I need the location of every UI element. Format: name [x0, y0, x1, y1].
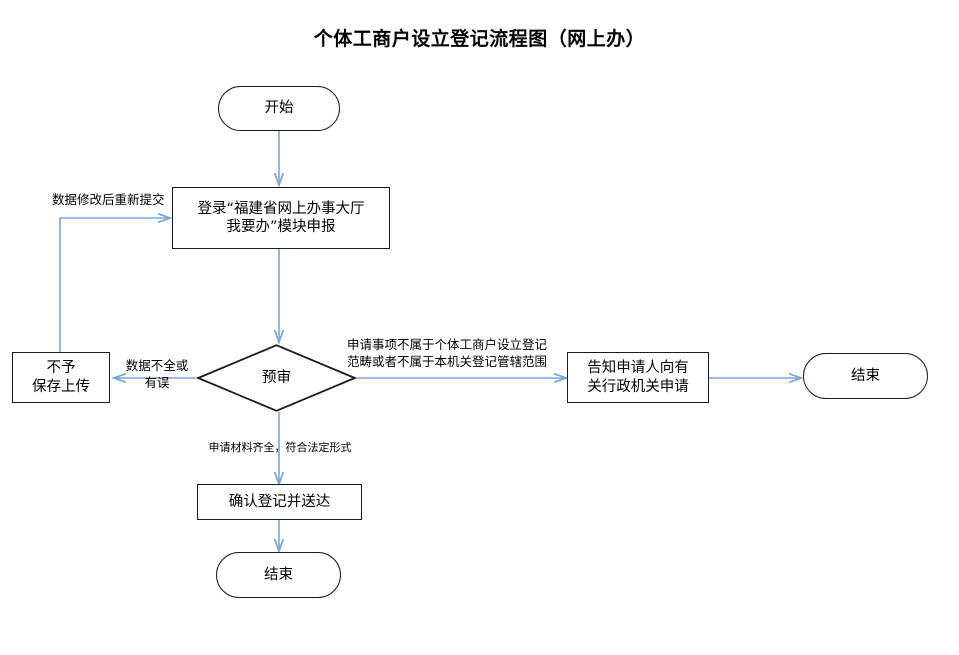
edge-label-out-of-scope: 申请事项不属于个体工商户设立登记 范畴或者不属于本机关登记管辖范围 — [347, 337, 548, 369]
edge-label-resubmit: 数据修改后重新提交 — [52, 192, 165, 207]
node-end-bottom-label: 结束 — [264, 566, 293, 583]
node-start[interactable]: 开始 — [218, 86, 340, 131]
node-confirm-label: 确认登记并送达 — [228, 493, 331, 510]
node-login-label: 登录“福建省网上办事大厅 我要办”模块申报 — [197, 200, 365, 235]
node-end-bottom[interactable]: 结束 — [216, 552, 341, 598]
node-start-label: 开始 — [264, 100, 294, 117]
page-title: 个体工商户设立登记流程图（网上办） — [313, 28, 646, 50]
node-notify[interactable]: 告知申请人向有 关行政机关申请 — [567, 352, 709, 403]
node-reject-label: 不予 保存上传 — [32, 360, 90, 395]
node-reject[interactable]: 不予 保存上传 — [12, 352, 110, 403]
node-end-right[interactable]: 结束 — [803, 353, 928, 399]
edge-label-materials-complete: 申请材料齐全，符合法定形式 — [208, 441, 352, 454]
diamond-shape — [197, 344, 356, 412]
node-confirm[interactable]: 确认登记并送达 — [197, 484, 362, 520]
node-notify-label: 告知申请人向有 关行政机关申请 — [587, 360, 689, 395]
node-end-right-label: 结束 — [851, 367, 880, 384]
node-review-label: 预审 — [262, 369, 291, 386]
node-review[interactable]: 预审 — [197, 344, 356, 412]
edge-reject-to-login-feedback — [59, 218, 170, 352]
node-login[interactable]: 登录“福建省网上办事大厅 我要办”模块申报 — [172, 187, 390, 249]
edge-label-data-incomplete: 数据不全或 有误 — [125, 358, 189, 390]
